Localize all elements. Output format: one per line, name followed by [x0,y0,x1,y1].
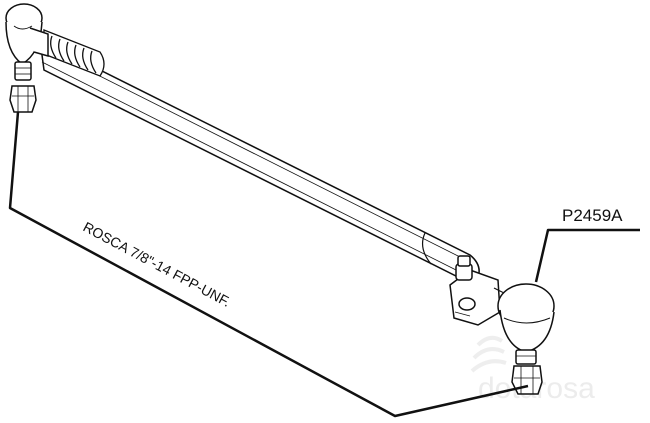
tie-rod-tube [39,38,480,286]
left-ball-joint [5,3,49,81]
left-castle-nut [9,85,37,113]
threaded-section [43,29,105,77]
watermark-swirl-icon [470,335,507,373]
thread-dimension-line [8,111,529,418]
clamp [449,255,511,326]
right-ball-joint [497,283,555,365]
part-number-label: P2459A [562,206,623,225]
part-number-leader [534,228,640,283]
thread-spec-label: ROSCA 7/8"-14 FPP-UNF. [81,219,234,310]
